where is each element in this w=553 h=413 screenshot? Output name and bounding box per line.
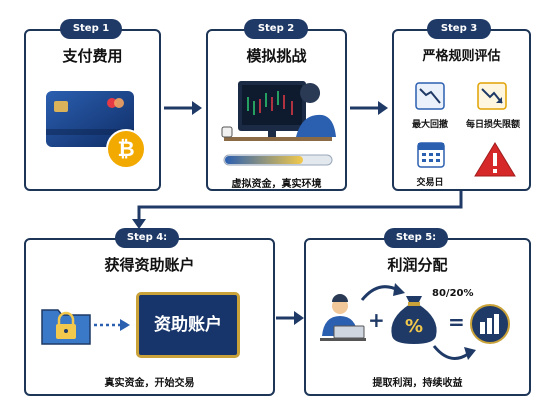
step-5-caption: 提取利润，持续收益: [372, 378, 463, 389]
trader-at-monitor-icon: [221, 81, 336, 141]
trader-laptop-icon: [320, 294, 366, 341]
locked-folder-icon: [41, 309, 91, 345]
step-4-badge: Step 4:: [115, 228, 179, 248]
curved-arrow-to-bag: [360, 283, 405, 301]
growth-logo-icon: [470, 304, 510, 344]
step-3-title: 严格规则评估: [422, 49, 501, 64]
credit-card-bitcoin-icon: ₿: [46, 91, 146, 169]
arrow-3-to-4: [132, 191, 463, 229]
profit-split-label: 80/20%: [432, 288, 474, 299]
step-5-card: 利润分配 + % 80/20% = 提取利润，持续收益: [304, 238, 531, 396]
rule-max-drawdown: 最大回撤: [411, 120, 448, 130]
daily-loss-icon: [477, 82, 507, 110]
progress-bar: [223, 154, 333, 166]
funded-account-button: 资助账户: [136, 292, 240, 358]
dashed-arrow: [94, 319, 130, 331]
step-4-title: 获得资助账户: [104, 256, 195, 274]
arrow-1-to-2: [164, 101, 202, 115]
step-2-caption: 虚拟资金，真实环境: [231, 179, 322, 190]
calendar-icon: [417, 142, 445, 168]
step-5-title: 利润分配: [387, 256, 448, 274]
step-1-title: 支付费用: [62, 47, 123, 65]
arrow-4-to-5: [276, 311, 304, 325]
curved-arrow-to-logo: [432, 345, 476, 360]
bag-percent-symbol: %: [404, 316, 424, 337]
plus-sign: +: [368, 308, 385, 332]
step-2-badge: Step 2: [244, 19, 308, 39]
step-4-card: 获得资助账户 资助账户 真实资金，开始交易: [24, 238, 275, 396]
step-3-badge: Step 3: [427, 19, 491, 39]
step-1-badge: Step 1: [60, 19, 122, 39]
rule-daily-loss-limit: 每日损失限额: [465, 120, 520, 130]
step-3-card: 严格规则评估 最大回撤 每日损失限额 交易日: [392, 29, 531, 191]
step-4-caption: 真实资金，开始交易: [104, 378, 195, 389]
equals-sign: =: [448, 310, 465, 334]
svg-text:₿: ₿: [117, 137, 134, 161]
step-1-card: 支付费用 ₿: [24, 29, 161, 191]
step-2-title: 模拟挑战: [246, 47, 307, 65]
step-2-card: 模拟挑战 虚拟资金，真实环境: [206, 29, 347, 191]
max-drawdown-icon: [415, 82, 445, 110]
money-bag-icon: [391, 296, 437, 344]
rule-trading-days: 交易日: [416, 178, 444, 188]
step-5-badge: Step 5:: [384, 228, 448, 248]
warning-icon: [474, 142, 516, 177]
arrow-2-to-3: [350, 101, 388, 115]
